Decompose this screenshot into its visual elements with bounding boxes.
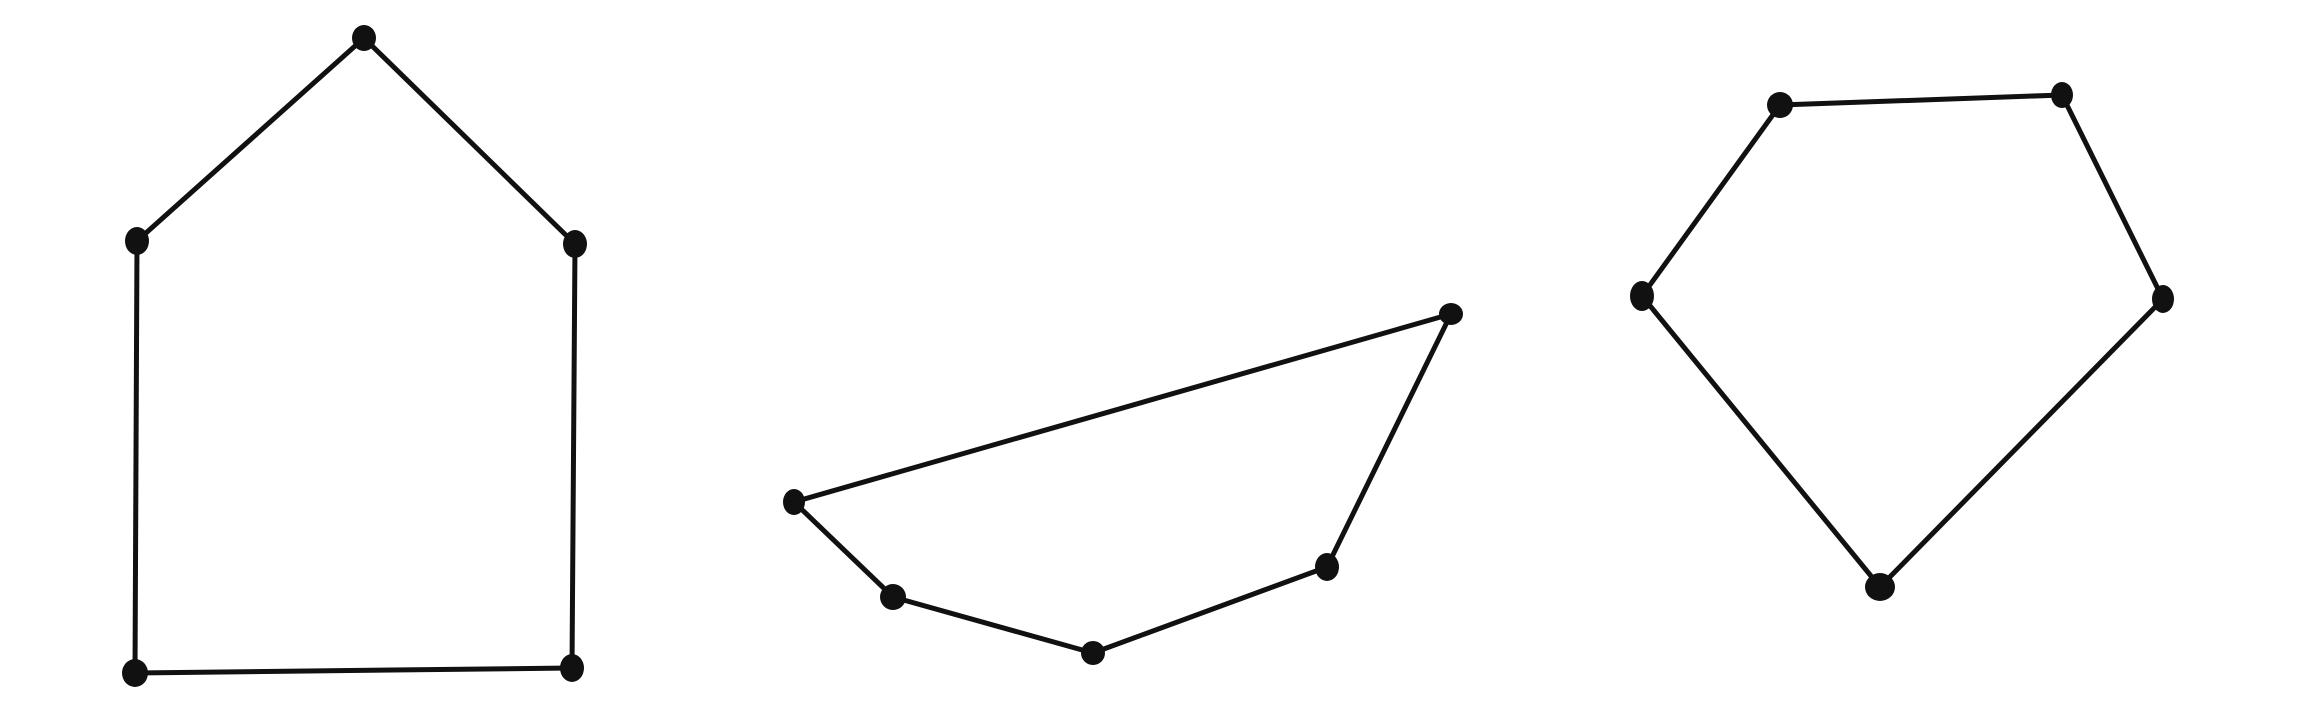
vertex-dot (880, 584, 906, 610)
vertex-dot (1865, 573, 1895, 601)
edge (569, 241, 578, 671)
vertex-dot (1315, 553, 1339, 581)
edge (132, 665, 575, 676)
polygon-outline (789, 310, 1456, 656)
edge (132, 238, 140, 676)
edge (134, 35, 367, 244)
vertex-dot (1439, 303, 1463, 325)
vertex-dot (560, 654, 584, 682)
vertex-dot (2051, 82, 2073, 108)
vertex-dot (1767, 92, 1793, 118)
edge (361, 35, 578, 247)
vertex-dot (783, 489, 805, 515)
vertex-dot (352, 25, 376, 51)
pentagon-shape (1630, 82, 2174, 601)
vertex-dot (125, 227, 149, 255)
vertex-dot (1081, 641, 1105, 665)
irregular-pentagon-shape (783, 303, 1463, 665)
vertex-dot (563, 230, 587, 258)
polygon-outline (1638, 92, 2167, 591)
vertex-dot (2152, 285, 2174, 313)
pentagon-house-shape (122, 25, 587, 687)
vertex-dot (122, 659, 148, 687)
vertex-dot (1630, 281, 1654, 311)
